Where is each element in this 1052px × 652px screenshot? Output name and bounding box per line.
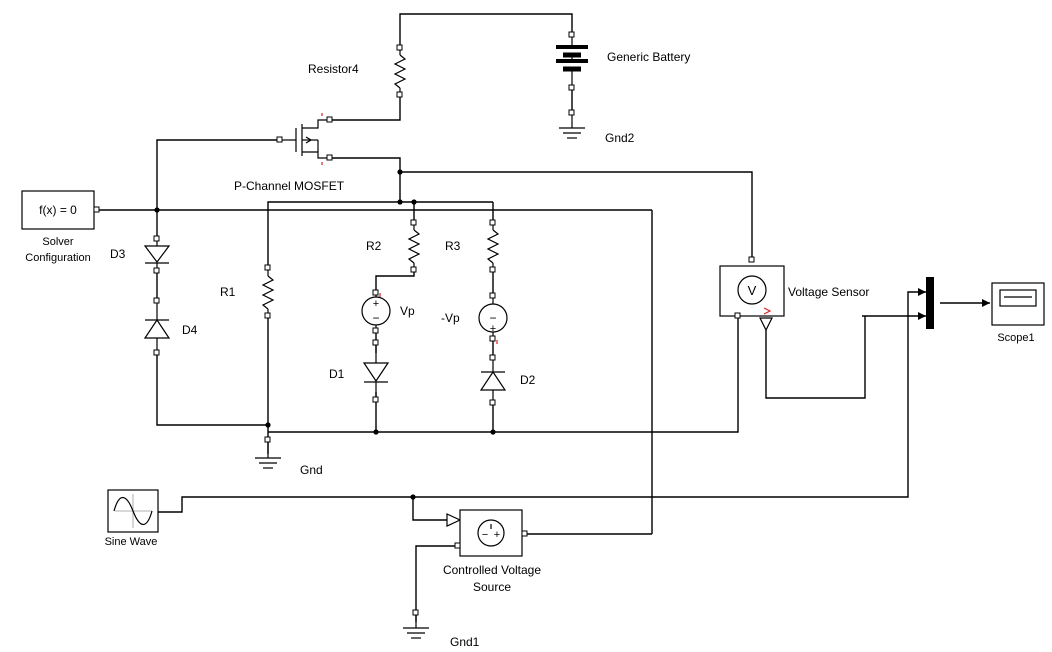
solver-label-1: Solver xyxy=(42,236,74,248)
wire-d4-bottom[interactable] xyxy=(156,355,268,426)
svg-text:+: + xyxy=(490,323,496,335)
junction-dots xyxy=(154,169,496,500)
sine-wave-block[interactable]: Sine Wave xyxy=(105,489,159,548)
d2-block[interactable]: D2 xyxy=(479,354,536,406)
d3-label: D3 xyxy=(110,247,126,261)
wire-sensor-out[interactable] xyxy=(765,316,866,399)
junction-dot xyxy=(154,207,160,213)
scope1-label: Scope1 xyxy=(997,332,1034,344)
gnd2-label: Gnd2 xyxy=(605,131,635,145)
battery-label: Generic Battery xyxy=(607,50,690,64)
wire-sine-to-cvs[interactable] xyxy=(412,497,455,521)
r2-label: R2 xyxy=(366,239,382,253)
resistor4-label: Resistor4 xyxy=(308,62,359,76)
junction-dot xyxy=(397,199,403,205)
wire-top-loop[interactable] xyxy=(399,13,573,45)
gnd2-block[interactable]: Gnd2 xyxy=(559,109,635,145)
cvs-block[interactable]: − + Controlled Voltage Source xyxy=(443,509,541,594)
resistor4-block[interactable]: Resistor4 xyxy=(308,44,407,98)
svg-text:+: + xyxy=(494,529,500,541)
svg-text:−: − xyxy=(489,311,496,325)
svg-text:+: + xyxy=(373,298,379,310)
solver-box xyxy=(21,190,95,230)
vp-block[interactable]: + − Vp xyxy=(361,289,415,334)
wire-top-rail[interactable] xyxy=(267,201,493,265)
wires xyxy=(98,13,990,622)
svg-text:−: − xyxy=(482,529,488,541)
junction-dot xyxy=(411,199,417,205)
junction-dot xyxy=(490,429,496,435)
gnd1-label: Gnd1 xyxy=(450,635,480,649)
wire-bottom-rail[interactable] xyxy=(268,318,739,433)
cvs-label-1: Controlled Voltage xyxy=(443,563,541,577)
r1-label: R1 xyxy=(220,285,236,299)
d1-label: D1 xyxy=(329,367,345,381)
neg-vp-block[interactable]: − + -Vp xyxy=(441,292,508,344)
vp-label: Vp xyxy=(400,304,415,318)
r3-block[interactable]: R3 xyxy=(445,219,500,273)
mosfet-label: P-Channel MOSFET xyxy=(234,179,345,193)
r3-label: R3 xyxy=(445,239,461,253)
wire-sine-to-mux[interactable] xyxy=(158,291,926,513)
voltage-sensor-symbol: V xyxy=(748,283,757,298)
d4-label: D4 xyxy=(182,323,198,337)
junction-dot xyxy=(397,169,403,175)
sine-wave-label: Sine Wave xyxy=(105,536,158,548)
wire-mosfet-gate[interactable] xyxy=(156,139,282,210)
mux-block[interactable] xyxy=(918,277,934,329)
r2-block[interactable]: R2 xyxy=(366,219,421,273)
wire-cvs-to-gnd1[interactable] xyxy=(415,545,460,622)
mosfet-block[interactable]: P-Channel MOSFET xyxy=(234,113,345,193)
cvs-label-2: Source xyxy=(473,580,511,594)
d2-label: D2 xyxy=(520,373,536,387)
voltage-sensor-block[interactable]: V Voltage Sensor xyxy=(719,256,869,332)
solver-text: f(x) = 0 xyxy=(39,203,77,217)
neg-vp-label: -Vp xyxy=(441,311,460,325)
d1-block[interactable]: D1 xyxy=(329,339,390,403)
wire-r2-vp[interactable] xyxy=(375,272,415,290)
svg-text:−: − xyxy=(372,311,379,325)
d4-block[interactable]: D4 xyxy=(143,297,198,356)
r1-block[interactable]: R1 xyxy=(220,264,275,319)
gnd-label: Gnd xyxy=(300,463,323,477)
scope1-block[interactable]: Scope1 xyxy=(982,282,1045,344)
voltage-sensor-label: Voltage Sensor xyxy=(788,285,869,299)
mux-bar xyxy=(926,277,934,329)
junction-dot xyxy=(373,429,379,435)
junction-dot xyxy=(265,422,271,428)
solver-label-2: Configuration xyxy=(25,252,90,264)
wire-mosfet-source[interactable] xyxy=(332,157,401,172)
gnd1-block[interactable]: Gnd1 xyxy=(403,609,480,649)
wire-r4-to-mosfet[interactable] xyxy=(332,97,401,121)
scope1-screen xyxy=(999,289,1037,307)
d3-block[interactable]: D3 xyxy=(110,235,171,274)
gnd-block[interactable]: Gnd xyxy=(255,436,323,477)
battery-block[interactable]: Generic Battery xyxy=(556,31,690,91)
wire-to-sensor-top[interactable] xyxy=(400,171,753,262)
junction-dot xyxy=(410,494,416,500)
solver-block[interactable]: f(x) = 0 Solver Configuration xyxy=(21,190,100,264)
